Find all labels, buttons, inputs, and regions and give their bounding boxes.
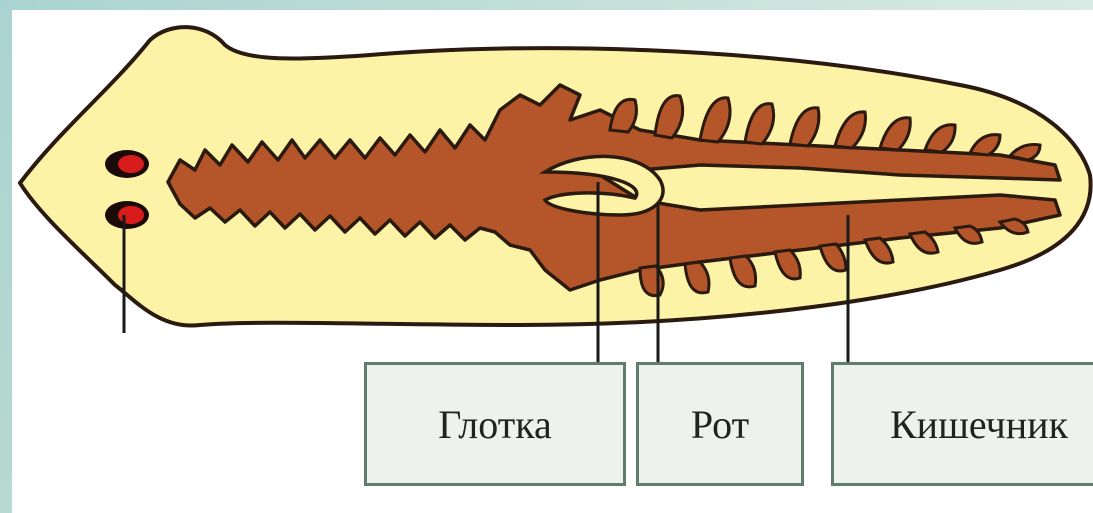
label-box-intestine[interactable]: Кишечник — [831, 362, 1093, 486]
label-mouth: Рот — [691, 401, 749, 448]
label-box-pharynx[interactable]: Глотка — [364, 362, 626, 486]
label-box-mouth[interactable]: Рот — [636, 362, 804, 486]
label-intestine: Кишечник — [890, 401, 1068, 448]
label-pharynx: Глотка — [438, 401, 552, 448]
